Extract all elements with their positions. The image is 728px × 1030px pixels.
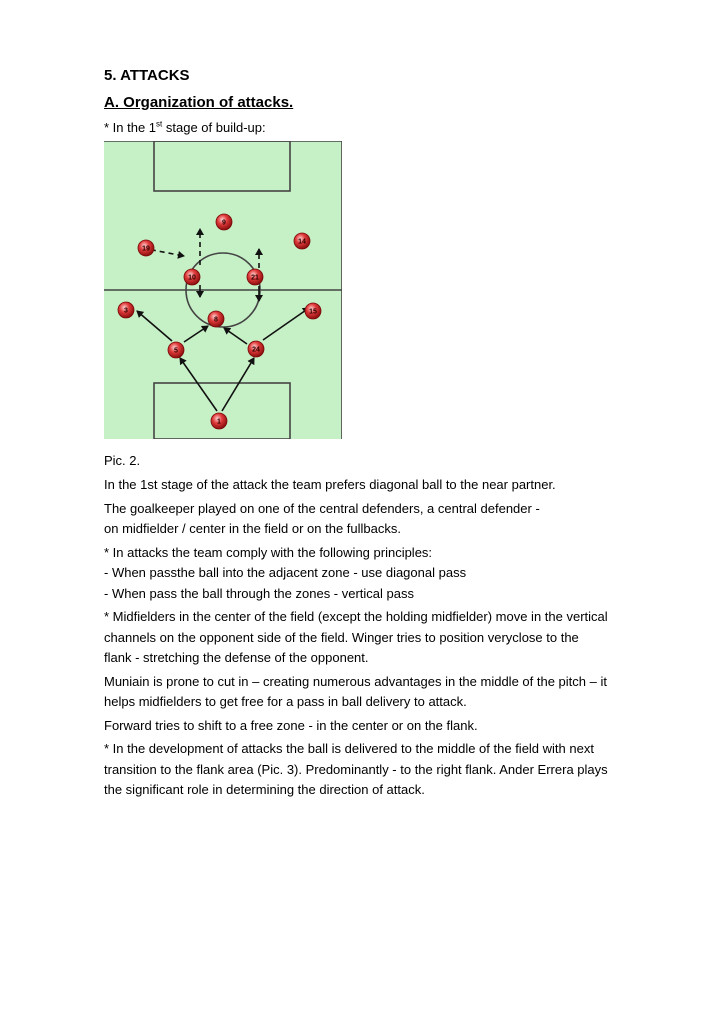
player-number: 19 <box>142 246 150 253</box>
paragraph: * Midfielders in the center of the field… <box>104 607 684 669</box>
player-circle <box>293 232 311 250</box>
player-number: 1 <box>217 419 221 426</box>
paragraph-line: on midfielder / center in the field or o… <box>104 521 401 536</box>
player-marker: 21 <box>246 268 264 286</box>
pitch-svg: 9 14 19 10 21 3 8 15 5 24 1 <box>104 141 342 439</box>
arrow-5-to-3 <box>136 310 173 342</box>
player-marker: 15 <box>304 302 322 320</box>
player-number: 5 <box>174 348 178 355</box>
player-number: 3 <box>124 308 128 315</box>
paragraph-line: channels on the opponent side of the fie… <box>104 629 579 645</box>
stage-ordinal: st <box>156 119 163 129</box>
stage-label: * In the 1st stage of build-up: <box>104 119 684 137</box>
paragraph: * In the development of attacks the ball… <box>104 739 684 801</box>
player-number: 10 <box>188 275 196 282</box>
player-marker: 10 <box>183 268 201 286</box>
stage-prefix: * In the 1 <box>104 120 157 135</box>
movement-arrows <box>136 228 310 412</box>
player-number: 15 <box>309 309 317 316</box>
player-marker: 19 <box>137 239 155 257</box>
arrow-1-to-24 <box>221 357 255 412</box>
player-marker: 3 <box>117 301 135 319</box>
paragraph-line: In the 1st stage of the attack the team … <box>104 477 556 492</box>
player-number: 24 <box>252 347 260 354</box>
paragraph-line: * In the development of attacks the ball… <box>104 741 594 756</box>
player-marker: 5 <box>167 341 185 359</box>
player-circle <box>247 340 265 358</box>
player-circle <box>117 301 135 319</box>
player-circle <box>207 310 225 328</box>
player-number: 8 <box>214 317 218 324</box>
document-page: 5. ATTACKS A. Organization of attacks. *… <box>104 66 684 804</box>
player-circle <box>304 302 322 320</box>
player-circle <box>167 341 185 359</box>
player-circle <box>137 239 155 257</box>
stage-suffix: stage of build-up: <box>162 120 266 135</box>
player-marker: 24 <box>247 340 265 358</box>
figure-caption: Pic. 2. <box>104 453 141 468</box>
player-number: 14 <box>298 239 306 246</box>
paragraph-line: * In attacks the team comply with the fo… <box>104 544 433 560</box>
players-layer: 9 14 19 10 21 3 8 15 5 24 1 <box>117 213 322 430</box>
paragraph-line: Forward tries to shift to a free zone - … <box>104 717 478 733</box>
paragraph-line: Muniain is prone to cut in – creating nu… <box>104 673 607 689</box>
player-marker: 1 <box>210 412 228 430</box>
paragraph: Muniain is prone to cut in – creating nu… <box>104 672 684 713</box>
section-heading: 5. ATTACKS <box>104 67 190 84</box>
arrow-24-to-8 <box>223 327 248 345</box>
player-circle <box>210 412 228 430</box>
tactical-pitch-diagram: 9 14 19 10 21 3 8 15 5 24 1 <box>104 141 342 439</box>
player-circle <box>215 213 233 231</box>
top-penalty-box <box>153 141 291 192</box>
paragraph: Forward tries to shift to a free zone - … <box>104 716 684 737</box>
paragraph-line: flank - stretching the defense of the op… <box>104 650 369 665</box>
paragraph-line: the significant role in determining the … <box>104 782 425 797</box>
bottom-penalty-box <box>153 382 291 439</box>
player-circle <box>246 268 264 286</box>
paragraph-line: The goalkeeper played on one of the cent… <box>104 500 540 516</box>
arrow-1-to-5 <box>179 357 218 412</box>
body-text: In the 1st stage of the attack the team … <box>104 475 684 801</box>
paragraph-line: helps midfielders to get free for a pass… <box>104 694 467 709</box>
paragraph: The goalkeeper played on one of the cent… <box>104 499 684 540</box>
paragraph-line: * Midfielders in the center of the field… <box>104 609 608 624</box>
paragraph-line: - When pass the ball through the zones -… <box>104 585 414 601</box>
paragraph: * In attacks the team comply with the fo… <box>104 543 684 605</box>
player-marker: 14 <box>293 232 311 250</box>
player-circle <box>183 268 201 286</box>
player-marker: 9 <box>215 213 233 231</box>
paragraph: In the 1st stage of the attack the team … <box>104 475 684 496</box>
paragraph-line: transition to the flank area (Pic. 3). P… <box>104 761 608 777</box>
paragraph-line: - When passthe ball into the adjacent zo… <box>104 565 467 580</box>
section-subheading: A. Organization of attacks. <box>104 94 294 111</box>
player-marker: 8 <box>207 310 225 328</box>
arrow-5-to-8 <box>183 325 209 343</box>
center-circle <box>185 252 261 328</box>
player-number: 21 <box>251 275 259 282</box>
pitch-markings <box>104 141 342 439</box>
player-number: 9 <box>222 220 226 227</box>
arrow-24-to-15 <box>262 307 310 341</box>
arrow-19-run <box>141 247 185 259</box>
